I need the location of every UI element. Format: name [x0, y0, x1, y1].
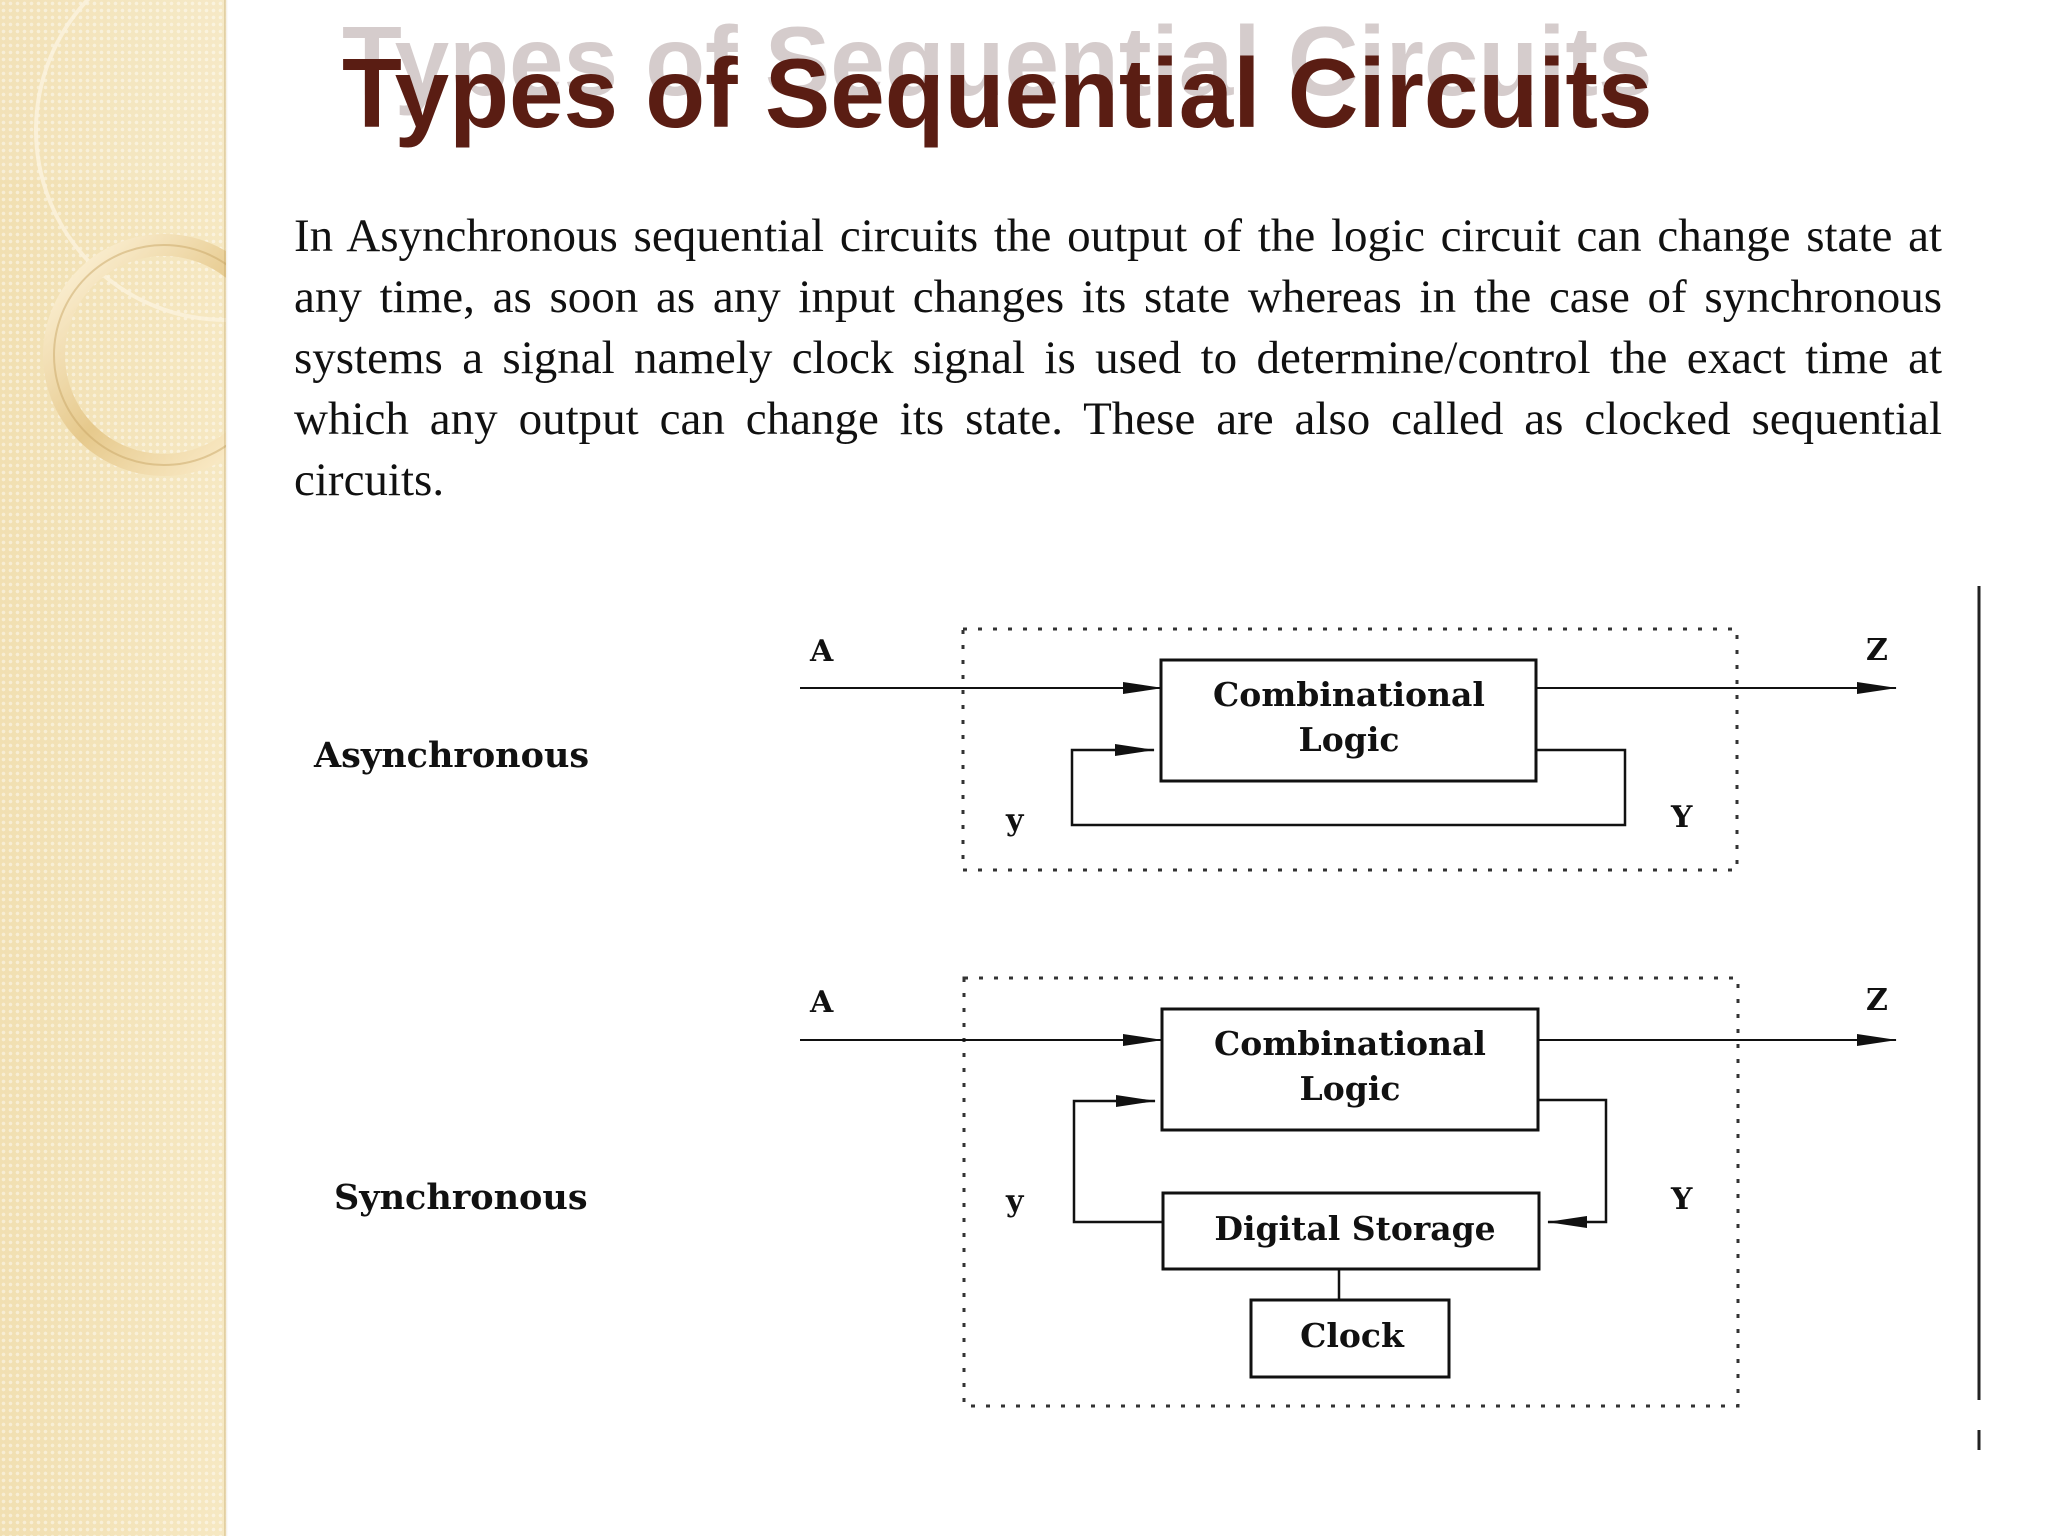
async-feedback-out-label: Y: [1670, 800, 1693, 835]
sync-input-label: A: [809, 985, 834, 1020]
body-paragraph: In Asynchronous sequential circuits the …: [294, 210, 1942, 506]
sync-block-line2: Logic: [1300, 1069, 1401, 1108]
sync-digital-storage-block: [1161, 1191, 1541, 1271]
async-output-label: Z: [1866, 633, 1888, 668]
async-feedback-loop: [1070, 744, 1627, 827]
sync-storage-label: Digital Storage: [1214, 1209, 1495, 1248]
sync-clock-block: [1249, 1298, 1451, 1379]
sidebar-edge: [224, 0, 228, 1536]
page-title: Types of Sequential Circuits: [342, 38, 1653, 148]
title-area: Types of Sequential Circuits Types of Se…: [342, 0, 1842, 180]
page-title-shadow: Types of Sequential Circuits: [342, 6, 1653, 116]
async-block-line1: Combinational: [1213, 675, 1485, 714]
decorative-sidebar: [0, 0, 226, 1536]
async-label: Asynchronous: [313, 735, 589, 776]
sync-diagram: Synchronous A Combinational Logic Z Digi…: [334, 976, 1897, 1408]
sidebar-rings-decoration: [0, 0, 226, 476]
sync-feedback-in-path: [1072, 1095, 1162, 1224]
sync-feedback-in-label: y: [1005, 1184, 1025, 1219]
async-combinational-logic-block: [1159, 658, 1538, 783]
async-feedback-in-label: y: [1005, 803, 1025, 838]
sync-combinational-logic-block: [1160, 1007, 1540, 1132]
sync-output-label: Z: [1866, 983, 1888, 1018]
sync-feedback-out-path: [1538, 1098, 1608, 1228]
async-block-line2: Logic: [1299, 720, 1400, 759]
sync-label: Synchronous: [334, 1177, 588, 1218]
sync-feedback-out-label: Y: [1670, 1182, 1693, 1217]
sync-clock-label: Clock: [1300, 1316, 1405, 1355]
async-diagram: Asynchronous A Combinational Logic Z y Y: [313, 627, 1897, 872]
sync-block-line1: Combinational: [1214, 1024, 1486, 1063]
async-input-label: A: [809, 634, 834, 669]
sync-dotted-boundary: [962, 976, 1740, 1408]
